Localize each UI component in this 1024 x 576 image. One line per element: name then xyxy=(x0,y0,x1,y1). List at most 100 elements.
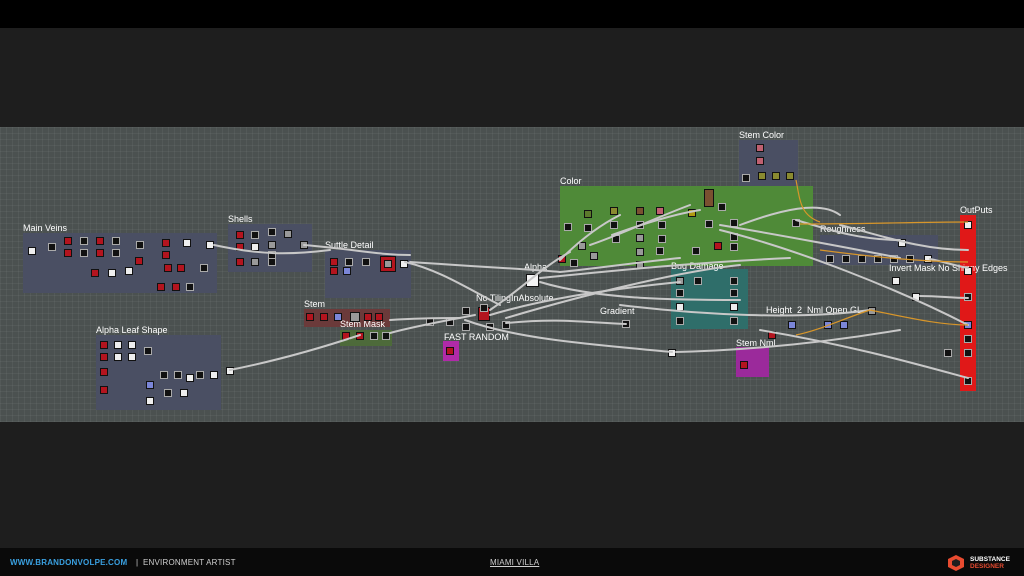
graph-node[interactable] xyxy=(622,320,630,328)
graph-node[interactable] xyxy=(180,389,188,397)
graph-node[interactable] xyxy=(676,303,684,311)
fast-random-node[interactable] xyxy=(446,347,454,355)
graph-node[interactable] xyxy=(590,252,598,260)
graph-node[interactable] xyxy=(636,207,644,215)
graph-node[interactable] xyxy=(890,255,898,263)
graph-node[interactable] xyxy=(730,219,738,227)
graph-node[interactable] xyxy=(676,277,684,285)
graph-node[interactable] xyxy=(350,312,360,322)
graph-node[interactable] xyxy=(858,255,866,263)
frame-outputs[interactable] xyxy=(960,215,976,391)
graph-node[interactable] xyxy=(362,258,370,266)
graph-node[interactable] xyxy=(578,242,586,250)
graph-node[interactable] xyxy=(183,239,191,247)
graph-node[interactable] xyxy=(824,321,832,329)
graph-node[interactable] xyxy=(558,255,566,263)
graph-node[interactable] xyxy=(912,293,920,301)
graph-node[interactable] xyxy=(343,267,351,275)
graph-node[interactable] xyxy=(268,258,276,266)
graph-node[interactable] xyxy=(636,248,644,256)
graph-node[interactable] xyxy=(160,371,168,379)
graph-node[interactable] xyxy=(756,144,764,152)
graph-node[interactable] xyxy=(112,249,120,257)
graph-node[interactable] xyxy=(114,341,122,349)
graph-node[interactable] xyxy=(730,243,738,251)
graph-node[interactable] xyxy=(688,209,696,217)
graph-node[interactable] xyxy=(364,313,372,321)
graph-node[interactable] xyxy=(906,255,914,263)
graph-node[interactable] xyxy=(251,231,259,239)
graph-node[interactable] xyxy=(705,220,713,228)
graph-node[interactable] xyxy=(206,241,214,249)
output-node-normal[interactable] xyxy=(964,321,972,329)
graph-node[interactable] xyxy=(80,249,88,257)
graph-node[interactable] xyxy=(146,381,154,389)
footer-website-link[interactable]: WWW.BRANDONVOLPE.COM xyxy=(10,558,128,567)
graph-node[interactable] xyxy=(730,277,738,285)
graph-node[interactable] xyxy=(730,289,738,297)
graph-node[interactable] xyxy=(584,224,592,232)
graph-node[interactable] xyxy=(462,307,470,315)
graph-node[interactable] xyxy=(612,235,620,243)
graph-node[interactable] xyxy=(177,264,185,272)
graph-node[interactable] xyxy=(345,258,353,266)
graph-node[interactable] xyxy=(768,331,776,339)
graph-node[interactable] xyxy=(384,260,392,268)
graph-node[interactable] xyxy=(714,242,722,250)
output-node-ao[interactable] xyxy=(964,335,972,343)
graph-node[interactable] xyxy=(694,277,702,285)
graph-node[interactable] xyxy=(788,321,796,329)
graph-node[interactable] xyxy=(64,237,72,245)
graph-node[interactable] xyxy=(772,172,780,180)
graph-node[interactable] xyxy=(330,267,338,275)
graph-node[interactable] xyxy=(334,313,342,321)
graph-node[interactable] xyxy=(157,283,165,291)
graph-node[interactable] xyxy=(128,353,136,361)
graph-node[interactable] xyxy=(100,353,108,361)
graph-node[interactable] xyxy=(200,264,208,272)
graph-node[interactable] xyxy=(164,264,172,272)
graph-node[interactable] xyxy=(826,255,834,263)
graph-node[interactable] xyxy=(146,397,154,405)
graph-node[interactable] xyxy=(658,221,666,229)
graph-node[interactable] xyxy=(730,317,738,325)
graph-node[interactable] xyxy=(174,371,182,379)
graph-node[interactable] xyxy=(636,221,644,229)
graph-node[interactable] xyxy=(125,267,133,275)
graph-node[interactable] xyxy=(426,318,434,326)
graph-node[interactable] xyxy=(898,239,906,247)
graph-node[interactable] xyxy=(730,303,738,311)
graph-node[interactable] xyxy=(462,323,470,331)
graph-node[interactable] xyxy=(96,237,104,245)
graph-node[interactable] xyxy=(382,332,390,340)
graph-node[interactable] xyxy=(268,241,276,249)
graph-node[interactable] xyxy=(114,353,122,361)
graph-node[interactable] xyxy=(342,332,350,340)
graph-node[interactable] xyxy=(570,259,578,267)
graph-node[interactable] xyxy=(756,157,764,165)
graph-node[interactable] xyxy=(446,318,454,326)
graph-node[interactable] xyxy=(164,389,172,397)
graph-node[interactable] xyxy=(636,234,644,242)
alpha-output-node[interactable] xyxy=(526,274,539,287)
graph-node[interactable] xyxy=(112,237,120,245)
graph-node[interactable] xyxy=(300,241,308,249)
graph-node[interactable] xyxy=(840,321,848,329)
graph-node[interactable] xyxy=(740,361,748,369)
graph-node[interactable] xyxy=(786,172,794,180)
graph-node[interactable] xyxy=(306,313,314,321)
graph-node[interactable] xyxy=(718,203,726,211)
graph-node[interactable] xyxy=(375,313,383,321)
graph-node[interactable] xyxy=(226,367,234,375)
output-node-mask[interactable] xyxy=(964,377,972,385)
graph-node[interactable] xyxy=(196,371,204,379)
graph-node[interactable] xyxy=(100,368,108,376)
graph-node[interactable] xyxy=(758,172,766,180)
graph-node[interactable] xyxy=(236,243,244,251)
graph-node[interactable] xyxy=(874,255,882,263)
graph-node[interactable] xyxy=(564,223,572,231)
graph-node[interactable] xyxy=(610,221,618,229)
graph-node[interactable] xyxy=(656,207,664,215)
graph-node[interactable] xyxy=(100,386,108,394)
graph-node[interactable] xyxy=(486,323,494,331)
